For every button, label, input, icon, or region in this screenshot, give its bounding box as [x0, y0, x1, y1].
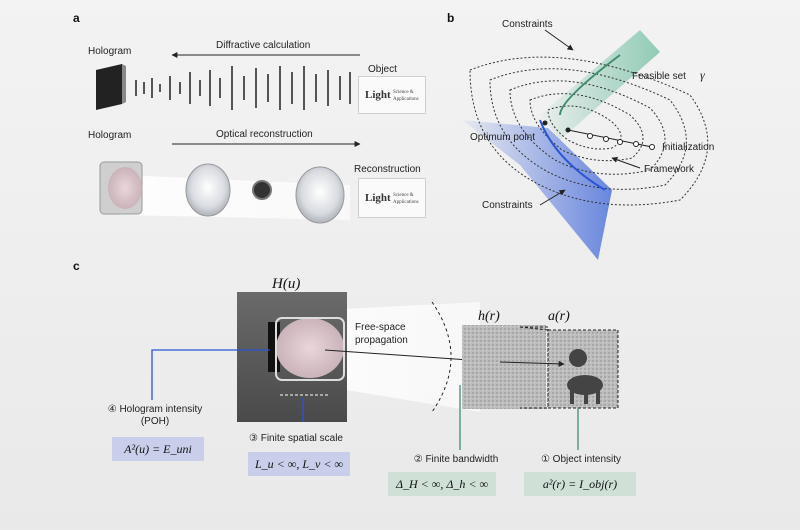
constraint-top-arrow [544, 29, 574, 51]
hologram-plate-top [96, 64, 122, 110]
c4-equation: A²(u) = E_uni [112, 437, 204, 461]
h-r-label: h(r) [478, 309, 500, 324]
framework-arrow [611, 156, 641, 169]
optical-recon-label: Optical reconstruction [216, 129, 313, 140]
slm-light [108, 167, 142, 209]
aperture [252, 180, 272, 200]
constraints-bottom-label: Constraints [482, 200, 533, 211]
hologram-plate-edge [122, 64, 126, 104]
c1-equation: a²(r) = I_obj(r) [524, 472, 636, 496]
bandwidth-arc [431, 301, 452, 413]
logo-main-text: Light [365, 89, 391, 101]
logo-sub1-text: Science & [393, 90, 414, 95]
initialization-label: Initialization [662, 142, 714, 153]
logo-sub1-text: Science & [393, 193, 414, 198]
hologram-bottom-label: Hologram [88, 130, 131, 141]
hologram-intensity-caption: ④ Hologram intensity (POH) [100, 404, 210, 428]
framework-label: Framework [644, 164, 695, 175]
constraints-top-label: Constraints [502, 19, 553, 30]
panel-a-label: a [73, 11, 80, 25]
a-r-label: a(r) [548, 309, 570, 324]
gamma-symbol: γ [700, 68, 705, 82]
c3-label: ③ Finite spatial scale [248, 433, 343, 444]
object-box [519, 326, 619, 409]
object-arrow [499, 360, 565, 367]
light-beam [120, 175, 350, 220]
slm-light-c [276, 318, 344, 378]
propagation-label: propagation [355, 335, 408, 346]
c4-sub: (POH) [140, 416, 170, 427]
object-label: Object [368, 64, 397, 75]
c1-label: ① Object intensity [540, 454, 622, 465]
wave-lines [135, 66, 351, 110]
feasible-contours [469, 56, 709, 206]
constraint-bottom-arrow [539, 189, 566, 206]
logo-sub2-text: Applications [393, 200, 419, 205]
c3-equation: L_u < ∞, L_v < ∞ [248, 452, 350, 476]
panel-b-label: b [447, 11, 454, 25]
leader-c4 [151, 349, 270, 400]
feasible-set-label: Feasible set [632, 71, 686, 82]
hologram-top-label: Hologram [88, 46, 131, 57]
H-u-label: H(u) [271, 276, 300, 292]
c4-label: ④ Hologram intensity [107, 404, 203, 415]
c2-equation: Δ_H < ∞, Δ_h < ∞ [388, 472, 496, 496]
panel-c-label: c [73, 259, 80, 273]
h-field-panel [462, 325, 546, 409]
lens-2 [295, 166, 345, 224]
constraint-green-line [559, 54, 621, 116]
logo-main-text: Light [365, 192, 391, 204]
object-logo: Light Science & Applications [358, 76, 426, 114]
constraint-blue-line [539, 119, 606, 191]
iteration-path [565, 127, 655, 150]
optimum-point [542, 120, 548, 126]
reconstruction-logo: Light Science & Applications [358, 178, 426, 218]
reconstruction-label: Reconstruction [354, 164, 421, 175]
c2-label: ② Finite bandwidth [413, 454, 499, 465]
diffractive-calc-label: Diffractive calculation [216, 40, 310, 51]
logo-sub2-text: Applications [393, 97, 419, 102]
optimum-point-label: Optimum point [470, 132, 535, 143]
dog-object [567, 349, 603, 404]
slm-frame [275, 317, 345, 381]
lens-1 [185, 163, 231, 217]
constraint-green-fan [540, 30, 660, 140]
free-space-label: Free-space [355, 322, 406, 333]
